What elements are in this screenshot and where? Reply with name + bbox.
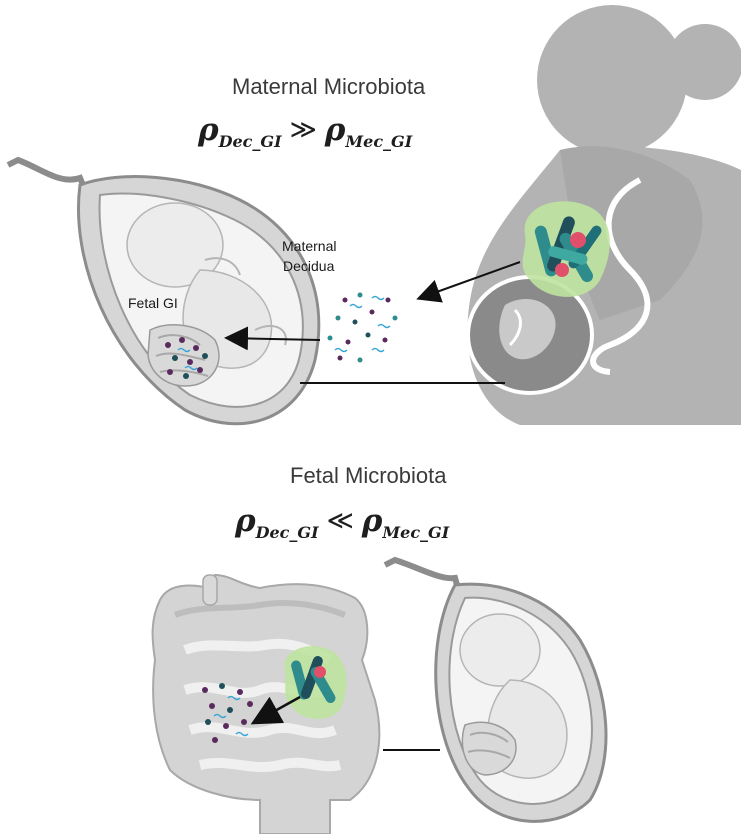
- formula-rhs-sub: Mec_GI: [382, 523, 450, 542]
- formula-lhs-sub: Dec_GI: [255, 523, 319, 542]
- formula-operator: ≪: [326, 506, 354, 536]
- maternal-decidua-label-line1: Maternal: [282, 238, 337, 254]
- gut-bacteria-cluster-icon: [284, 646, 347, 720]
- intestines-icon: [151, 573, 381, 834]
- maternal-bacteria-cluster-icon: [522, 201, 610, 297]
- formula-rhs-sub: Mec_GI: [345, 132, 413, 151]
- top-uterus-with-fetus-icon: [6, 156, 321, 426]
- maternal-microbiota-title: Maternal Microbiota: [232, 74, 426, 99]
- formula-lhs-sub: Dec_GI: [218, 132, 282, 151]
- fetal-formula: ρDec_GI≪ρMec_GI: [235, 503, 450, 542]
- fetal-gi-dots: [165, 337, 208, 379]
- bottom-uterus-with-fetus-icon: [383, 556, 608, 823]
- formula-rhs-rho: ρ: [361, 503, 383, 539]
- formula-lhs-rho: ρ: [235, 503, 256, 539]
- gut-dots: [202, 683, 253, 743]
- maternal-formula: ρDec_GI≫ρMec_GI: [198, 112, 413, 151]
- formula-lhs-rho: ρ: [198, 112, 219, 148]
- formula-operator: ≫: [289, 115, 317, 145]
- fetal-microbiota-title: Fetal Microbiota: [290, 463, 447, 488]
- maternal-decidua-label-line2: Decidua: [283, 258, 335, 274]
- fetal-gi-label: Fetal GI: [128, 295, 178, 311]
- decidua-particles: [327, 292, 398, 363]
- maternal-to-decidua-arrow: [416, 261, 521, 303]
- bacteria-to-gut-arrow: [250, 695, 301, 725]
- formula-rhs-rho: ρ: [324, 112, 346, 148]
- arm-outline: [590, 177, 651, 375]
- decidua-to-fetal-gi-arrow: [224, 326, 321, 351]
